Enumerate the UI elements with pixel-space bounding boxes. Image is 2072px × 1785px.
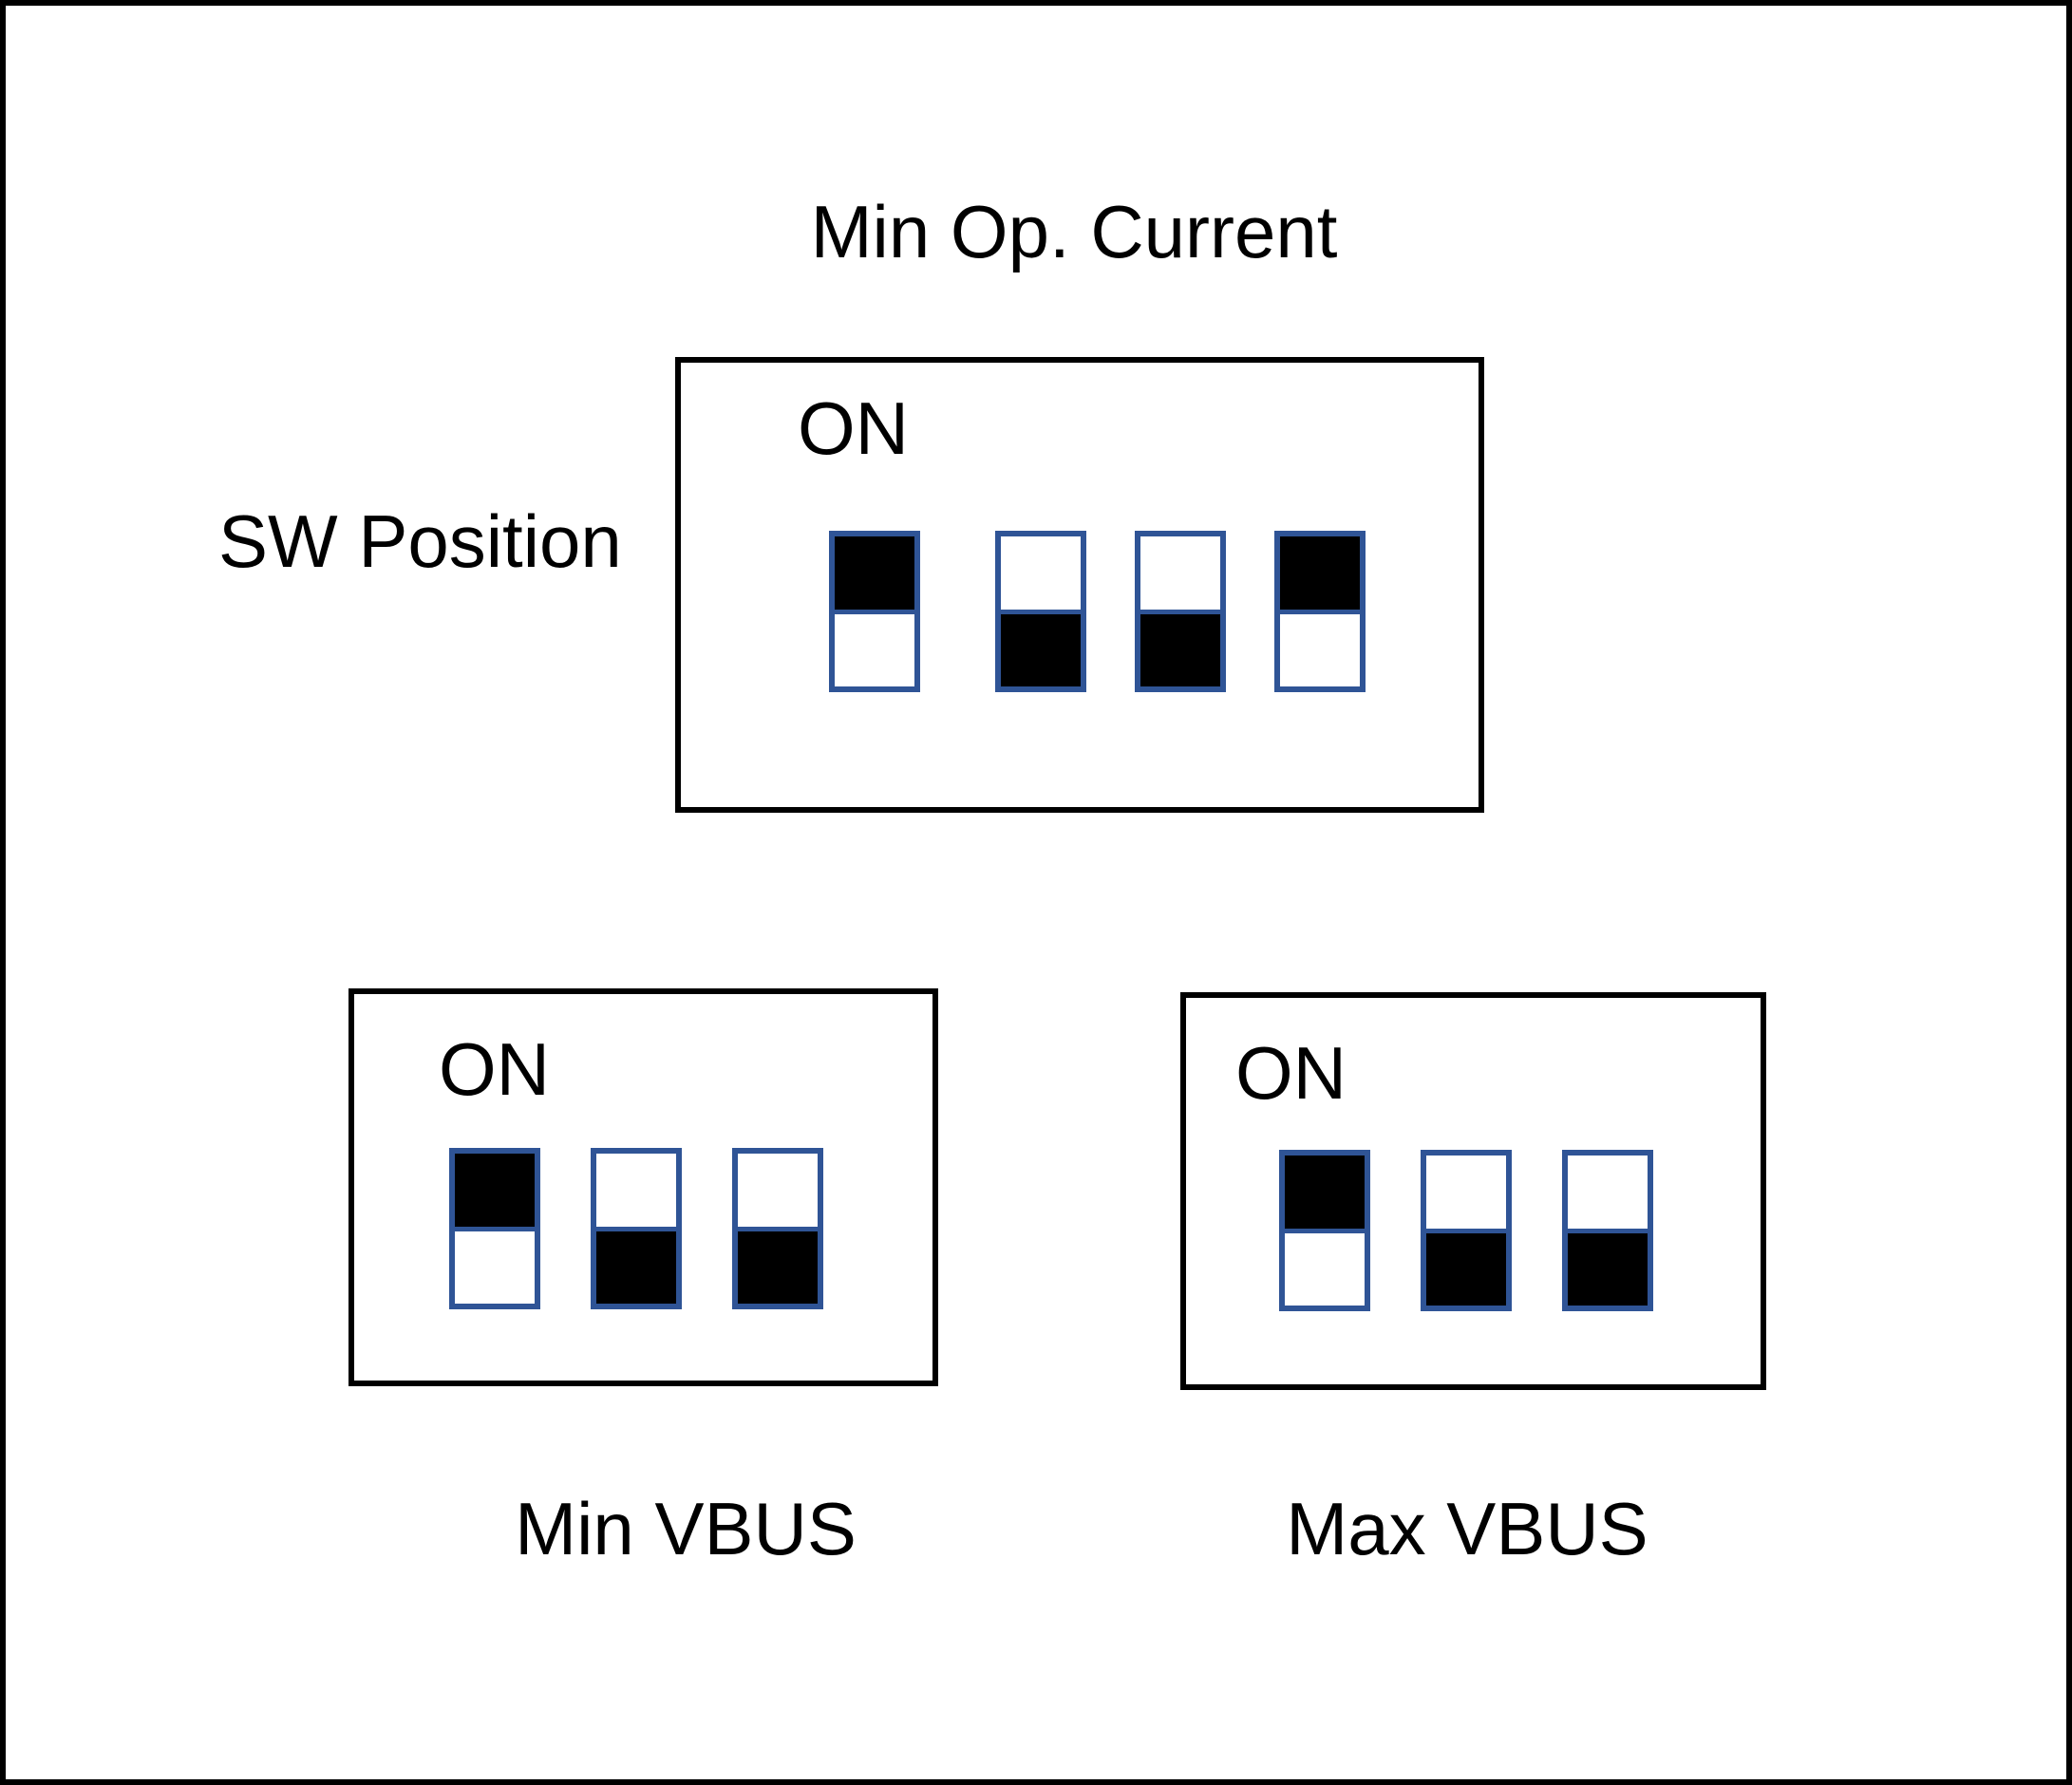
panel-min-op-current: ON bbox=[675, 357, 1484, 813]
switch-handle-down bbox=[1426, 1232, 1506, 1306]
switch-handle-up bbox=[1280, 536, 1360, 614]
switch-slot-bottom bbox=[835, 614, 914, 687]
switch-slot-top bbox=[1426, 1156, 1506, 1233]
switch-handle-down bbox=[596, 1231, 676, 1304]
dip-switch-1-on bbox=[449, 1148, 540, 1309]
switch-handle-up bbox=[455, 1154, 535, 1231]
on-label: ON bbox=[1235, 1031, 1347, 1115]
dip-switch-2-off bbox=[591, 1148, 682, 1309]
switch-slot-top bbox=[596, 1154, 676, 1231]
dip-switch-1-on bbox=[1279, 1150, 1370, 1311]
switch-slot-bottom bbox=[1285, 1233, 1365, 1306]
dip-switch-3-off bbox=[732, 1148, 823, 1309]
dip-switch-4-on bbox=[1274, 531, 1366, 692]
switch-handle-down bbox=[1001, 613, 1081, 686]
switch-handle-up bbox=[1285, 1156, 1365, 1233]
dip-switch-1-on bbox=[829, 531, 920, 692]
switch-slot-bottom bbox=[455, 1231, 535, 1305]
panel-max-vbus: ON bbox=[1180, 992, 1766, 1390]
switch-slot-top bbox=[1140, 536, 1220, 614]
switch-slot-top bbox=[738, 1154, 818, 1231]
on-label: ON bbox=[439, 1027, 550, 1111]
dip-switch-3-off bbox=[1562, 1150, 1653, 1311]
switch-row-max-vbus bbox=[1279, 1150, 1653, 1311]
switch-handle-down bbox=[1568, 1232, 1648, 1306]
switch-row-min-vbus bbox=[449, 1148, 823, 1309]
switch-row-min-op-current bbox=[829, 531, 1366, 692]
switch-slot-top bbox=[1568, 1156, 1648, 1233]
panel-min-vbus: ON bbox=[348, 988, 938, 1386]
dip-switch-2-off bbox=[1421, 1150, 1512, 1311]
label-max-vbus: Max VBUS bbox=[1286, 1487, 1648, 1570]
label-sw-position: SW Position bbox=[218, 499, 622, 583]
title-min-op-current: Min Op. Current bbox=[810, 190, 1338, 273]
switch-slot-top bbox=[1001, 536, 1081, 614]
switch-slot-bottom bbox=[1280, 614, 1360, 687]
switch-handle-up bbox=[835, 536, 914, 614]
on-label: ON bbox=[798, 386, 909, 470]
switch-handle-down bbox=[738, 1231, 818, 1304]
dip-switch-3-off bbox=[1135, 531, 1226, 692]
dip-switch-2-off bbox=[995, 531, 1086, 692]
switch-handle-down bbox=[1140, 613, 1220, 686]
label-min-vbus: Min VBUS bbox=[515, 1487, 857, 1570]
